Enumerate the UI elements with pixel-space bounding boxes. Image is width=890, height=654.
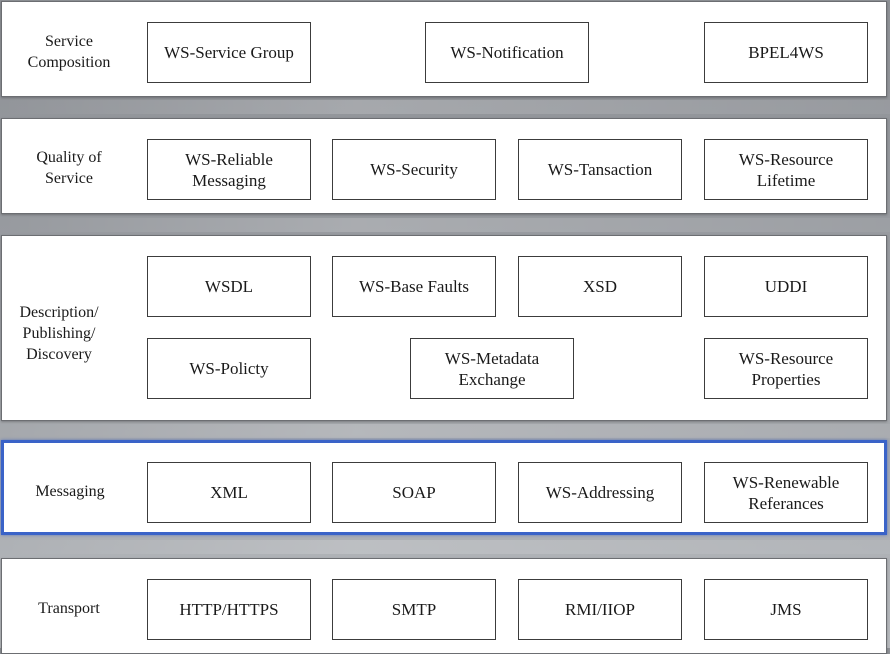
box-wsdl: WSDL [147, 256, 311, 317]
background-sheen [0, 424, 890, 438]
box-xsd: XSD [518, 256, 682, 317]
layer-label-service-composition: Service Composition [27, 33, 111, 71]
layer-service-composition: Service Composition WS-Service Group WS-… [1, 1, 887, 97]
layer-label-messaging: Messaging [35, 483, 105, 500]
box-bpel4ws: BPEL4WS [704, 22, 868, 83]
layer-label-transport: Transport [38, 600, 100, 617]
layer-quality-of-service: Quality of Service WS-Reliable Messaging… [1, 118, 887, 214]
box-ws-metadata-exchange: WS-Metadata Exchange [410, 338, 574, 399]
box-rmi-iiop: RMI/IIOP [518, 579, 682, 640]
layer-description-publishing-discovery: Description/ Publishing/ Discovery WSDL … [1, 235, 887, 421]
box-jms: JMS [704, 579, 868, 640]
box-ws-base-faults: WS-Base Faults [332, 256, 496, 317]
layer-messaging: Messaging XML SOAP WS-Addressing WS-Rene… [1, 440, 887, 535]
box-ws-security: WS-Security [332, 139, 496, 200]
box-soap: SOAP [332, 462, 496, 523]
layer-label-quality-of-service: Quality of Service [36, 149, 102, 187]
box-ws-renewable-referances: WS-Renewable Referances [704, 462, 868, 523]
box-ws-resource-properties: WS-Resource Properties [704, 338, 868, 399]
box-ws-notification: WS-Notification [425, 22, 589, 83]
box-ws-reliable-messaging: WS-Reliable Messaging [147, 139, 311, 200]
layer-label-description: Description/ Publishing/ Discovery [19, 304, 99, 363]
box-uddi: UDDI [704, 256, 868, 317]
box-ws-policty: WS-Policty [147, 338, 311, 399]
box-ws-tansaction: WS-Tansaction [518, 139, 682, 200]
box-ws-resource-lifetime: WS-Resource Lifetime [704, 139, 868, 200]
layer-transport: Transport HTTP/HTTPS SMTP RMI/IIOP JMS [1, 558, 887, 654]
box-ws-service-group: WS-Service Group [147, 22, 311, 83]
background-sheen [0, 540, 890, 554]
box-http-https: HTTP/HTTPS [147, 579, 311, 640]
box-xml: XML [147, 462, 311, 523]
box-smtp: SMTP [332, 579, 496, 640]
background-sheen [0, 218, 890, 232]
background-sheen [0, 100, 890, 114]
box-ws-addressing: WS-Addressing [518, 462, 682, 523]
